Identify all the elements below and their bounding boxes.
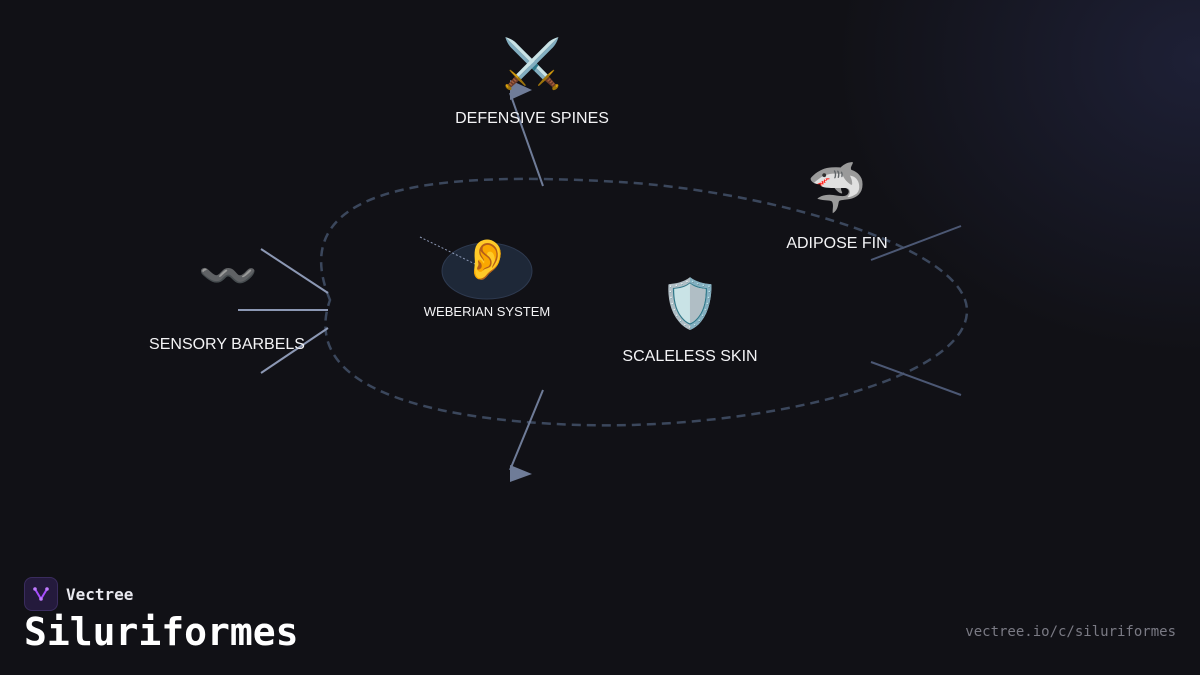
barbel-upper: [260, 248, 329, 294]
barbel-lower: [260, 327, 329, 374]
dorsal-spine-tip: [510, 80, 532, 100]
shield-icon: 🛡️: [660, 276, 720, 332]
wavy-dash-icon: 〰️: [198, 248, 258, 304]
vectree-logo-icon: [24, 577, 58, 611]
tail-lower: [870, 361, 962, 396]
weberian-organ: [441, 242, 533, 300]
label-weberian-system: WEBERIAN SYSTEM: [423, 304, 551, 319]
ear-icon: 👂: [462, 237, 512, 283]
ventral-spine-line: [509, 389, 544, 471]
brand[interactable]: Vectree: [24, 577, 133, 611]
crossed-swords-icon: ⚔️: [502, 36, 562, 92]
tail-upper: [870, 225, 962, 261]
shark-icon: 🦈: [807, 160, 867, 216]
ventral-spine-tip: [510, 465, 532, 482]
dorsal-spine-line: [509, 92, 544, 187]
source-url[interactable]: vectree.io/c/siluriformes: [965, 624, 1176, 640]
label-sensory-barbels: SENSORY BARBELS: [149, 336, 305, 353]
label-adipose-fin: ADIPOSE FIN: [786, 235, 888, 252]
brand-name: Vectree: [66, 584, 134, 604]
page-title: Siluriformes: [24, 610, 299, 654]
label-defensive-spines: DEFENSIVE SPINES: [455, 110, 609, 127]
label-scaleless-skin: SCALELESS SKIN: [622, 348, 758, 365]
fish-body-outline: [320, 177, 969, 427]
